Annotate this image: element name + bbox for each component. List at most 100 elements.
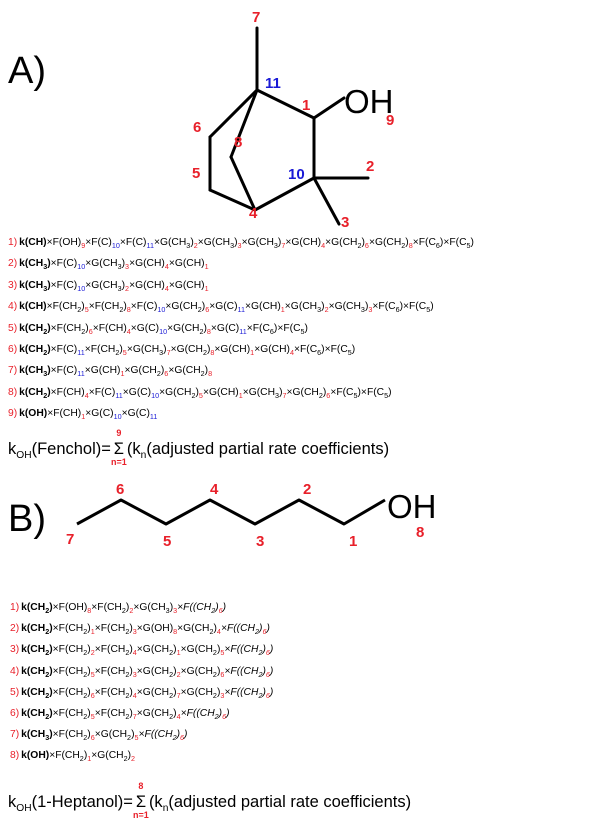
equation-term: ): [47, 344, 51, 355]
equation-term: 11: [237, 305, 246, 315]
equation-term: ): [87, 644, 91, 656]
atom-7-number: 7: [252, 9, 260, 26]
equation-term: k(CH: [21, 602, 46, 613]
equation-term: ): [87, 708, 91, 719]
equation-line: 7)k(CH3)×F(C)11×G(CH)1×G(CH2)6×G(CH2)8: [8, 365, 212, 377]
equation-term: ): [262, 686, 266, 698]
equation-number: 2): [10, 623, 20, 635]
equation-term: 2: [83, 733, 88, 743]
equation-term: ): [87, 729, 91, 741]
equation-term: ): [216, 686, 221, 698]
equation-term: ): [173, 644, 177, 656]
atom-2-number-b: 2: [303, 481, 311, 498]
equation-term: 2: [211, 606, 216, 615]
equation-term: ): [364, 301, 369, 313]
equation-term: ): [127, 750, 132, 762]
equation-term: k(CH: [19, 386, 44, 398]
equation-term: 4: [84, 390, 89, 400]
equation-number: 5): [8, 322, 18, 334]
equation-term: 3: [230, 241, 235, 250]
equation-term: 11: [239, 326, 247, 336]
hydroxyl-label-b: OH: [387, 488, 437, 525]
formula-compound-b: (1-Heptanol)=: [31, 793, 133, 811]
equation-term: 3: [43, 283, 48, 293]
equation-term: ×G(CH: [180, 644, 213, 656]
equation-term: 2: [202, 348, 207, 357]
equation-term: 2: [169, 690, 174, 700]
equation-term: ×F(C: [372, 301, 396, 313]
equation-term: 2: [401, 241, 406, 250]
equation-term: 8: [87, 606, 92, 615]
atom-2-number: 2: [366, 158, 374, 175]
equation-term: ×F(C): [50, 258, 78, 270]
equation-term: 6: [222, 712, 227, 721]
equation-term: ×F(CH: [52, 729, 84, 741]
panel-a-label: A): [8, 50, 46, 92]
equation-line: 8)k(CH2)×F(CH)4×F(C)11×G(C)10×G(CH2)5×G(…: [8, 387, 392, 399]
equation-term: 1: [90, 627, 95, 637]
equation-term: ×G(CH): [202, 386, 239, 398]
equation-term: k(CH: [21, 665, 46, 677]
equation-term: ): [206, 344, 211, 355]
equation-number: 8): [8, 386, 18, 398]
equation-term: 3: [186, 241, 191, 250]
equation-term: 11: [115, 390, 123, 400]
equation-term: k(OH): [21, 750, 50, 762]
equation-term: ): [85, 322, 89, 334]
equation-term: ×G(CH: [284, 301, 318, 313]
equation-number: 8): [10, 750, 20, 762]
equation-term: ×G(CH: [170, 344, 203, 355]
equation-term: 6: [220, 669, 225, 679]
equation-term: ×F(CH: [52, 665, 84, 677]
equation-term: 6: [269, 326, 274, 336]
equation-term: ): [81, 301, 85, 313]
bond-5-4: [208, 188, 257, 212]
equation-term: 5: [466, 241, 471, 250]
equation-term: 3: [368, 305, 373, 315]
equation-term: ): [176, 729, 181, 741]
equation-term: ): [49, 665, 53, 677]
equation-term: ): [269, 665, 274, 677]
equation-term: 8: [408, 241, 413, 250]
equation-term: 10: [157, 305, 166, 315]
equation-term: ×G(CH: [85, 258, 118, 270]
formula-kn-subscript-b: n: [162, 803, 169, 814]
equation-term: ×G(CH: [136, 665, 170, 677]
equation-term: 4: [126, 326, 131, 336]
equation-term: ×F((CH: [224, 686, 259, 698]
equation-term: k(CH: [19, 365, 44, 377]
atom-numbers-a: 7 11 1 9 6 8 10 2 5 4 3: [192, 9, 394, 231]
equation-term: ×G(CH: [167, 322, 200, 334]
bond-11-6: [208, 88, 259, 139]
equation-term: 7: [132, 712, 137, 721]
equation-term: 6: [262, 627, 267, 637]
sum-lower-limit: n=1: [111, 457, 127, 467]
equation-term: 2: [119, 305, 124, 315]
equation-term: 5: [122, 348, 127, 357]
equation-number: 3): [8, 279, 18, 291]
equation-term: 2: [121, 606, 126, 615]
equation-term: ×F(CH: [94, 644, 126, 656]
sum-lower-limit-b: n=1: [133, 810, 149, 820]
equation-term: 2: [199, 326, 204, 336]
equation-term: k(CH: [21, 729, 46, 741]
equation-term: 5: [347, 348, 352, 357]
equation-term: 2: [324, 305, 329, 315]
equation-term: ): [269, 644, 274, 656]
equation-term: ×F((CH: [177, 602, 212, 613]
equation-term: 3: [317, 305, 322, 315]
equation-term: 4: [132, 690, 137, 700]
equation-term: ×G(CH: [165, 301, 198, 313]
equation-term: 1: [120, 369, 125, 379]
equation-term: 2: [123, 754, 128, 764]
equation-term: ×G(C): [85, 408, 114, 420]
equation-term: k(CH: [21, 708, 46, 719]
equation-term: 10: [77, 262, 86, 272]
equation-term: ×G(C): [210, 322, 240, 334]
equation-term: 1: [238, 390, 243, 400]
equation-line: 7)k(CH3)×F(CH2)6×G(CH2)5×F((CH2)6): [10, 729, 187, 741]
equation-term: ×G(C): [122, 386, 152, 398]
atom-1-number: 1: [302, 97, 310, 114]
atom-4-number-b: 4: [210, 481, 219, 498]
